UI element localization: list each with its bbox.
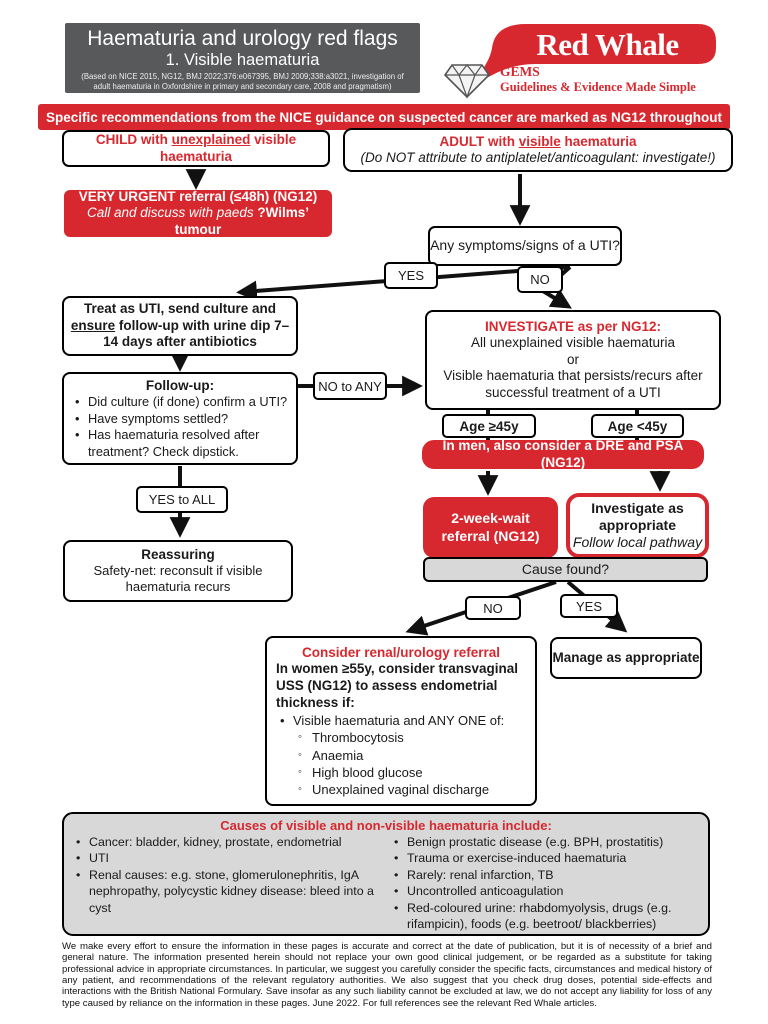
node-renal-urology-referral: Consider renal/urology referral In women…: [265, 636, 537, 806]
label-age-45-plus: Age ≥45y: [442, 414, 536, 438]
brand-wordmark: Red Whale: [536, 27, 679, 62]
renal-sub-bullet: High blood glucose: [276, 764, 526, 781]
disclaimer-footer: We make every effort to ensure the infor…: [62, 941, 712, 1009]
node-reassuring: Reassuring Safety-net: reconsult if visi…: [63, 540, 293, 602]
cause-item: Cancer: bladder, kidney, prostate, endom…: [72, 834, 382, 851]
causes-left-column: Cancer: bladder, kidney, prostate, endom…: [72, 834, 382, 933]
cause-item: Benign prostatic disease (e.g. BPH, pros…: [390, 834, 700, 851]
investigate-title: INVESTIGATE as per NG12:: [484, 318, 662, 334]
causes-right-column: Benign prostatic disease (e.g. BPH, pros…: [390, 834, 700, 933]
gems-label: GEMS: [500, 64, 540, 79]
page-title: Haematuria and urology red flags: [87, 27, 398, 50]
cause-item: Trauma or exercise-induced haematuria: [390, 850, 700, 867]
node-very-urgent-referral: VERY URGENT referral (≤48h) (NG12) Call …: [64, 188, 332, 237]
very-urgent-line1: VERY URGENT referral (≤48h) (NG12): [78, 188, 318, 204]
whale-bubble-shape: [466, 24, 716, 92]
cause-item: Rarely: renal infarction, TB: [390, 867, 700, 884]
cause-item: Renal causes: e.g. stone, glomerulonephr…: [72, 867, 382, 917]
renal-sub-bullet: Anaemia: [276, 747, 526, 764]
followup-title: Follow-up:: [145, 378, 215, 393]
label-cause-no: NO: [465, 596, 521, 620]
adult-haematuria-text: ADULT with visible haematuria: [439, 133, 637, 149]
renal-sub-bullet: Thrombocytosis: [276, 729, 526, 746]
node-adult-haematuria: ADULT with visible haematuria (Do NOT at…: [343, 128, 733, 172]
nice-ng12-banner: Specific recommendations from the NICE g…: [38, 104, 730, 130]
page-subtitle: 1. Visible haematuria: [165, 51, 320, 70]
investigate-line2: Visible haematuria that persists/recurs …: [443, 368, 703, 400]
node-followup: Follow-up: Did culture (if done) confirm…: [62, 372, 298, 465]
node-treat-as-uti: Treat as UTI, send culture and ensure fo…: [62, 296, 298, 356]
node-cause-found: Cause found?: [423, 557, 708, 582]
followup-bullet: Has haematuria resolved after treatment?…: [71, 427, 289, 460]
renal-referral-intro: In women ≥55y, consider transvaginal USS…: [276, 661, 518, 711]
label-no-to-any: NO to ANY: [313, 372, 387, 400]
renal-referral-title: Consider renal/urology referral: [301, 645, 501, 660]
node-investigate-appropriate: Investigate as appropriate Follow local …: [566, 493, 709, 558]
arrow-no-to-investigate: [541, 288, 572, 309]
renal-sub-bullet: Unexplained vaginal discharge: [276, 781, 526, 798]
investigate-or: or: [566, 351, 579, 367]
causes-title: Causes of visible and non-visible haemat…: [220, 818, 552, 833]
node-child-haematuria: CHILD with unexplained visible haematuri…: [62, 130, 330, 167]
investigate-appropriate-title: Investigate as appropriate: [591, 499, 684, 533]
label-age-under-45: Age <45y: [591, 414, 684, 438]
renal-referral-bullet: Visible haematuria and ANY ONE of:: [276, 712, 526, 730]
node-uti-question: Any symptoms/signs of a UTI?: [428, 226, 622, 266]
adult-haematuria-note: (Do NOT attribute to antiplatelet/antico…: [360, 150, 716, 165]
logo-tagline: Guidelines & Evidence Made Simple: [500, 80, 696, 94]
reassuring-title: Reassuring: [141, 546, 215, 562]
causes-panel: Causes of visible and non-visible haemat…: [62, 812, 710, 936]
label-no: NO: [517, 266, 563, 293]
label-yes: YES: [384, 262, 438, 289]
investigate-line1: All unexplained visible haematuria: [470, 335, 676, 351]
cause-item: UTI: [72, 850, 382, 867]
node-investigate-ng12: INVESTIGATE as per NG12: All unexplained…: [425, 310, 721, 410]
investigate-appropriate-note: Follow local pathway: [572, 534, 703, 551]
followup-bullet: Did culture (if done) confirm a UTI?: [71, 394, 289, 411]
node-two-week-wait: 2-week-wait referral (NG12): [423, 497, 558, 558]
node-dre-psa: In men, also consider a DRE and PSA (NG1…: [422, 438, 704, 470]
very-urgent-line2: Call and discuss with paeds ?Wilms’ tumo…: [87, 205, 309, 237]
label-cause-yes: YES: [560, 594, 618, 618]
source-note: (Based on NICE 2015, NG12, BMJ 2022;376:…: [81, 71, 404, 91]
reassuring-body: Safety-net: reconsult if visible haematu…: [93, 563, 263, 595]
followup-bullet: Have symptoms settled?: [71, 411, 289, 428]
title-box: Haematuria and urology red flags 1. Visi…: [65, 23, 420, 93]
treat-as-uti-text: Treat as UTI, send culture and ensure fo…: [70, 301, 290, 350]
child-haematuria-text: CHILD with unexplained visible haematuri…: [95, 132, 297, 164]
diamond-icon: [443, 64, 491, 99]
cause-item: Uncontrolled anticoagulation: [390, 883, 700, 900]
cause-item: Red-coloured urine: rhabdomyolysis, drug…: [390, 900, 700, 933]
node-manage-appropriate: Manage as appropriate: [550, 637, 702, 679]
label-yes-to-all: YES to ALL: [136, 486, 228, 513]
redwhale-logo: Red Whale GEMS Guidelines & Evidence Mad…: [440, 20, 730, 105]
